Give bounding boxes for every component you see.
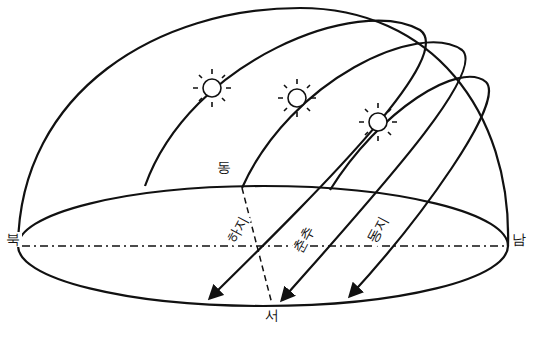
direction-label: 동 <box>215 160 233 175</box>
east-west-line <box>242 188 272 304</box>
equinox-path <box>242 42 466 300</box>
direction-label: 남 <box>510 232 528 247</box>
direction-label: 북 <box>4 232 22 247</box>
season-label: 동지 <box>364 212 393 247</box>
winter-path <box>330 77 489 296</box>
north-south-line <box>22 245 504 247</box>
horizon <box>18 186 508 306</box>
suns <box>193 69 397 141</box>
dome-outline <box>18 8 508 246</box>
season-label: 춘추 <box>290 222 319 257</box>
season-label: 하지 <box>224 212 253 247</box>
direction-label: 서 <box>263 308 281 323</box>
